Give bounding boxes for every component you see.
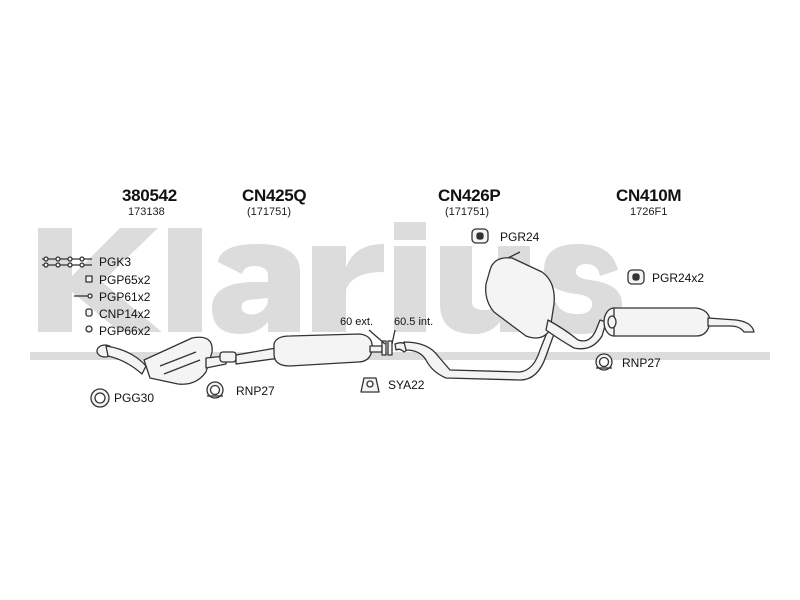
- dimension-ext: 60 ext.: [340, 316, 374, 328]
- kit-item-2: PGP65x2: [99, 273, 151, 287]
- kit-item-3: PGP61x2: [99, 290, 151, 304]
- part-ref-1: 173138: [128, 206, 165, 218]
- part-ref-3: (171751): [445, 206, 490, 218]
- label-rnp27-left: RNP27: [236, 384, 275, 398]
- part-number-3: CN426P: [438, 186, 501, 205]
- dimension-int: 60.5 int.: [394, 316, 434, 328]
- label-pgr24: PGR24: [500, 230, 540, 244]
- kit-nut-icon: [85, 275, 93, 283]
- kit-item-1: PGK3: [99, 255, 132, 269]
- kit-washer-icon: [85, 325, 93, 333]
- clamp-rnp27-left-icon: [206, 381, 224, 399]
- part-number-2: CN425Q: [242, 186, 307, 205]
- intermediate-pipe-icon: [403, 329, 555, 381]
- middle-silencer-icon: [273, 333, 373, 367]
- part-number-1: 380542: [122, 186, 177, 205]
- tailpipe-icon: [707, 317, 755, 333]
- label-sya22: SYA22: [388, 378, 425, 392]
- part-number-4: CN410M: [616, 186, 682, 205]
- catalytic-converter-icon: [143, 336, 213, 385]
- part-ref-4: 1726F1: [630, 206, 668, 218]
- bracket-sya22-icon: [360, 377, 380, 393]
- rear-silencer-icon: [485, 257, 555, 339]
- kit-item-5: PGP66x2: [99, 324, 151, 338]
- part-ref-2: (171751): [247, 206, 292, 218]
- kit-clamp-icon: [85, 308, 93, 317]
- label-pgg30: PGG30: [114, 391, 155, 405]
- label-rnp27-right: RNP27: [622, 356, 661, 370]
- rubber-mount-pgr24-icon: [471, 228, 489, 244]
- label-pgr24x2: PGR24x2: [652, 271, 705, 285]
- rubber-mount-pgr24x2-icon: [627, 269, 645, 285]
- clamp-rnp27-right-icon: [595, 353, 613, 371]
- kit-bolts-icon: [42, 256, 92, 268]
- tail-silencer-icon: [613, 307, 711, 337]
- kit-item-4: CNP14x2: [99, 307, 151, 321]
